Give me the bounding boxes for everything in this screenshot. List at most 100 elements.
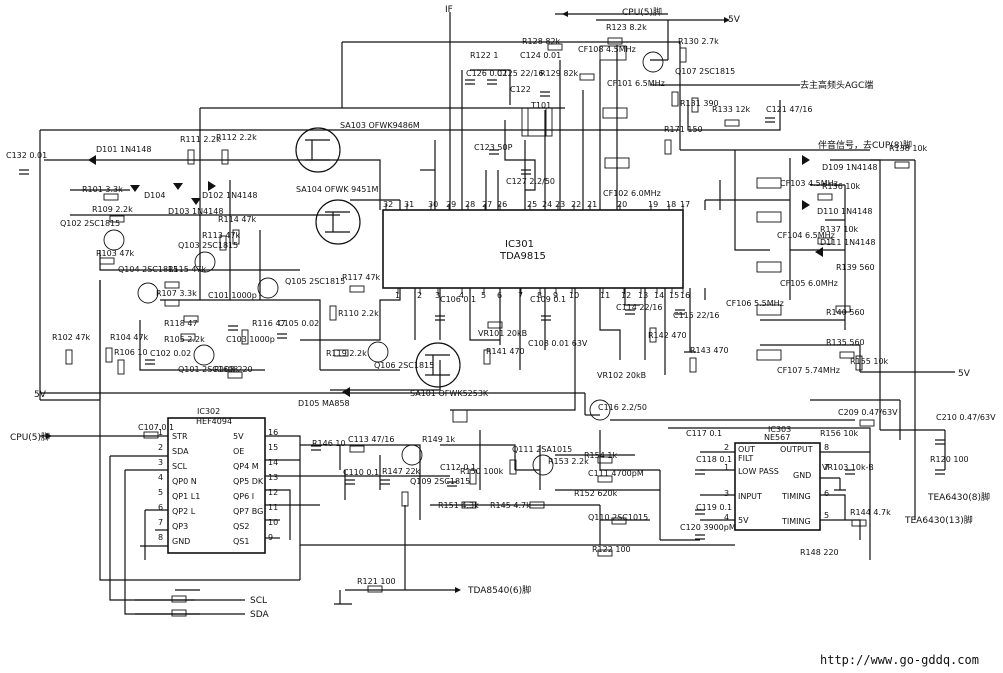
ic-main-pin-top: 28 xyxy=(465,200,475,209)
ic-main-pin-bottom: 14 xyxy=(654,291,664,300)
net-tea8: TEA6430(8)脚 xyxy=(927,492,990,503)
resistor xyxy=(859,419,875,427)
component-label: C122 xyxy=(510,85,531,94)
ic-main-pin-bottom: 12 xyxy=(621,291,631,300)
component-label: Q110 2SC1015 xyxy=(588,513,648,522)
component-label: R115 47k xyxy=(168,265,207,274)
component-label: D104 xyxy=(144,191,165,200)
resistor xyxy=(232,229,240,245)
net-cpu5-top: CPU(5)脚 xyxy=(622,7,662,18)
resistor xyxy=(469,469,477,485)
component-label: R114 47k xyxy=(218,215,257,224)
net-5v-right: 5V xyxy=(958,369,971,379)
bus-pin-left: QP2 L xyxy=(172,507,196,516)
component-label: R113 47k xyxy=(202,231,241,240)
component-label: R145 4.7k xyxy=(490,501,531,510)
component-label: R143 470 xyxy=(690,346,729,355)
component-label: R112 2.2k xyxy=(216,133,257,142)
bus-pin-left: SCL xyxy=(172,462,188,471)
resistor xyxy=(171,595,187,603)
component-label: D111 1N4148 xyxy=(820,238,875,247)
component-label: R148 220 xyxy=(800,548,839,557)
component-label: R142 470 xyxy=(648,331,687,340)
component-label: CF104 6.5MHz xyxy=(777,231,835,240)
component-label: C109 0.1 xyxy=(530,295,566,304)
ic-main-pin-bottom: 4 xyxy=(459,291,464,300)
ic-main-pin-top: 19 xyxy=(648,200,658,209)
component-label: R171 150 xyxy=(664,125,703,134)
bus-pin-right: QP5 DK xyxy=(233,477,264,486)
ic-main-pin-bottom: 11 xyxy=(600,291,610,300)
bus-pin-right: OE xyxy=(233,447,244,456)
resistor xyxy=(689,357,697,373)
bus-pin-left-num: 6 xyxy=(158,503,163,512)
bus-pin-left: QP0 N xyxy=(172,477,197,486)
component-label: R101 3.3k xyxy=(82,185,123,194)
component-label: Q107 2SC1815 xyxy=(675,67,735,76)
bus-pin-right: QP6 I xyxy=(233,492,254,501)
bus-pin-right: QS1 xyxy=(233,537,249,546)
component-label: R111 2.2k xyxy=(180,135,221,144)
bus-pin-left: GND xyxy=(172,537,190,546)
ic-main-pin-top: 32 xyxy=(383,200,393,209)
component-label: Q106 2SC1815 xyxy=(374,361,434,370)
ic-main-pin-top: 24 xyxy=(542,200,552,209)
ic-main-part: TDA9815 xyxy=(499,251,546,262)
component-label: R133 12k xyxy=(712,105,751,114)
component-label: SA103 OFWK9486M xyxy=(340,121,420,130)
bus-pin-right-num: 10 xyxy=(268,518,278,527)
ic-main-pin-top: 22 xyxy=(571,200,581,209)
component-label: C113 47/16 xyxy=(348,435,394,444)
resistor xyxy=(349,445,365,453)
resistor xyxy=(597,549,613,557)
component-label: R137 10k xyxy=(820,225,859,234)
capacitors xyxy=(19,79,945,540)
component-label: C103 1000p xyxy=(226,335,275,344)
resistor xyxy=(221,149,229,165)
component-label: R150 100k xyxy=(460,467,504,476)
ne-pin-out: OUT xyxy=(738,445,755,454)
resistor xyxy=(607,37,623,45)
resistor xyxy=(349,285,365,293)
component-label: R119 2.2k xyxy=(326,349,367,358)
ne-pin-input: INPUT xyxy=(738,492,762,501)
resistor xyxy=(817,193,833,201)
component-label: SA104 OFWK 9451M xyxy=(296,185,378,194)
bus-pin-left: QP1 L1 xyxy=(172,492,200,501)
component-label: R122 100 xyxy=(592,545,631,554)
component-label: D103 1N4148 xyxy=(168,207,223,216)
component-label: C107 0.1 xyxy=(138,423,174,432)
net-sda: SDA xyxy=(250,610,269,620)
resistor xyxy=(529,501,545,509)
component-label: R129 82k xyxy=(540,69,579,78)
resistor xyxy=(835,305,851,313)
ceramic-filters xyxy=(599,45,782,361)
bus-pin-left-num: 5 xyxy=(158,488,163,497)
resistor xyxy=(817,237,833,245)
ic-main-pin-bottom: 2 xyxy=(417,291,422,300)
component-label: C120 3900pM xyxy=(680,523,736,532)
svg-text:4: 4 xyxy=(724,513,729,522)
component-label: VR101 20kB xyxy=(478,329,527,338)
component-label: R149 1k xyxy=(422,435,455,444)
component-label: R104 47k xyxy=(110,333,149,342)
ic-ne567: IC303 NE567 OUT FILT LOW PASS INPUT 5V O… xyxy=(724,425,829,531)
resistor xyxy=(664,139,672,155)
component-label: Q111 2SA1015 xyxy=(512,445,572,454)
component-label: D109 1N4148 xyxy=(822,163,877,172)
component-label: R103 47k xyxy=(96,249,135,258)
resistor xyxy=(597,456,613,464)
component-label: R123 8.2k xyxy=(606,23,647,32)
ne-pin-lowpass: LOW PASS xyxy=(738,467,779,476)
component-label: R128 82k xyxy=(522,37,561,46)
ic-main-pin-bottom: 16 xyxy=(680,291,690,300)
component-label: C127 2.2/50 xyxy=(506,177,555,186)
component-label: R135 560 xyxy=(826,338,865,347)
resistor xyxy=(99,257,115,265)
wiring xyxy=(39,12,955,615)
component-label: C105 0.02 xyxy=(278,319,319,328)
component-label: C101 1000p xyxy=(208,291,257,300)
